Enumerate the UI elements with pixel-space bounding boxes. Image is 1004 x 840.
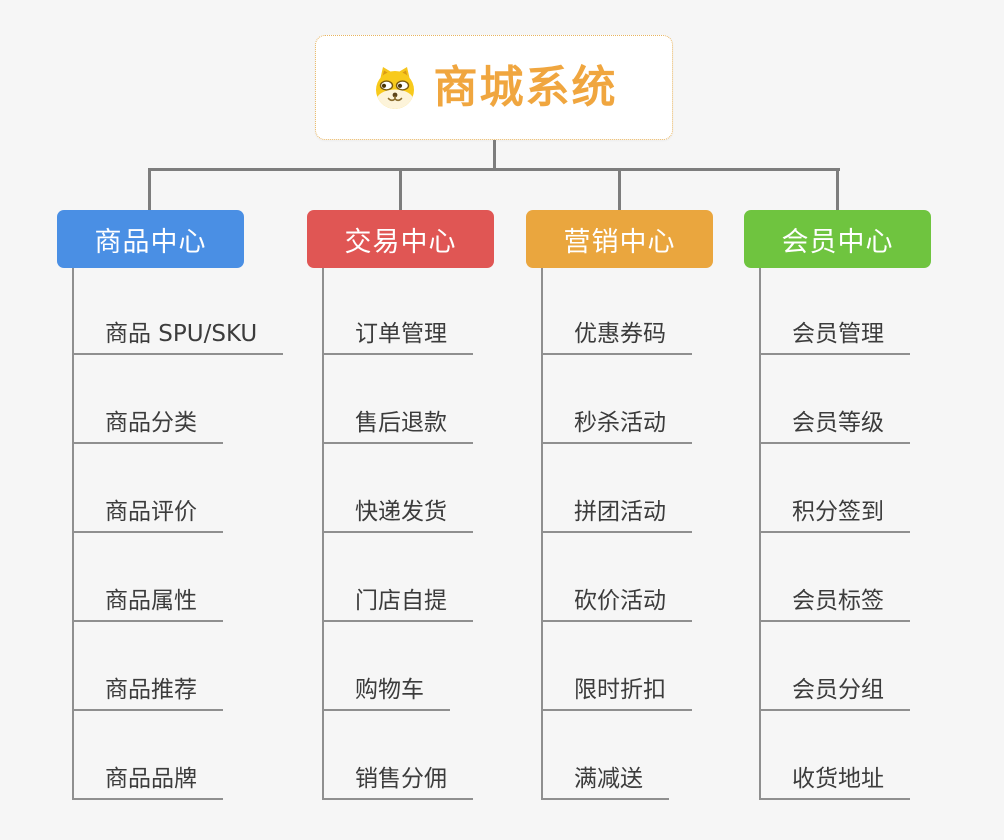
topic-item[interactable]: 会员管理 (761, 321, 910, 355)
branch-trade-children: 订单管理 售后退款 快递发货 门店自提 购物车 销售分佣 (322, 268, 562, 800)
topic-item[interactable]: 订单管理 (324, 321, 473, 355)
topic-item[interactable]: 限时折扣 (543, 677, 692, 711)
branch-product-children: 商品 SPU/SKU 商品分类 商品评价 商品属性 商品推荐 商品品牌 (72, 268, 312, 800)
connector-drop-marketing (618, 170, 621, 212)
topic-item[interactable]: 砍价活动 (543, 588, 692, 622)
connector-root-stem (493, 140, 496, 169)
topic-item[interactable]: 购物车 (324, 677, 450, 711)
root-node-mall-system[interactable]: 商城系统 (315, 35, 673, 140)
topic-item[interactable]: 商品属性 (74, 588, 223, 622)
topic-item[interactable]: 商品评价 (74, 499, 223, 533)
branch-trade-center[interactable]: 交易中心 (307, 210, 494, 268)
topic-item[interactable]: 商品分类 (74, 410, 223, 444)
topic-item[interactable]: 会员分组 (761, 677, 910, 711)
topic-item[interactable]: 快递发货 (324, 499, 473, 533)
topic-item[interactable]: 收货地址 (761, 766, 910, 800)
branch-marketing-center[interactable]: 营销中心 (526, 210, 713, 268)
branch-member-center[interactable]: 会员中心 (744, 210, 931, 268)
topic-item[interactable]: 门店自提 (324, 588, 473, 622)
topic-item[interactable]: 满减送 (543, 766, 669, 800)
topic-item[interactable]: 商品推荐 (74, 677, 223, 711)
topic-item[interactable]: 拼团活动 (543, 499, 692, 533)
connector-drop-member (836, 170, 839, 212)
topic-item[interactable]: 销售分佣 (324, 766, 473, 800)
dog-face-icon (375, 66, 414, 109)
branch-product-center[interactable]: 商品中心 (57, 210, 244, 268)
root-title: 商城系统 (433, 61, 618, 113)
topic-item[interactable]: 售后退款 (324, 410, 473, 444)
connector-drop-product (148, 170, 151, 212)
branch-marketing-children: 优惠券码 秒杀活动 拼团活动 砍价活动 限时折扣 满减送 (541, 268, 781, 800)
topic-item[interactable]: 商品品牌 (74, 766, 223, 800)
connector-drop-trade (399, 170, 402, 212)
topic-item[interactable]: 积分签到 (761, 499, 910, 533)
topic-item[interactable]: 会员标签 (761, 588, 910, 622)
branch-member-children: 会员管理 会员等级 积分签到 会员标签 会员分组 收货地址 (759, 268, 999, 800)
topic-item[interactable]: 会员等级 (761, 410, 910, 444)
topic-item[interactable]: 秒杀活动 (543, 410, 692, 444)
topic-item[interactable]: 商品 SPU/SKU (74, 321, 284, 355)
connector-horizontal-bar (148, 168, 840, 171)
topic-item[interactable]: 优惠券码 (543, 321, 692, 355)
